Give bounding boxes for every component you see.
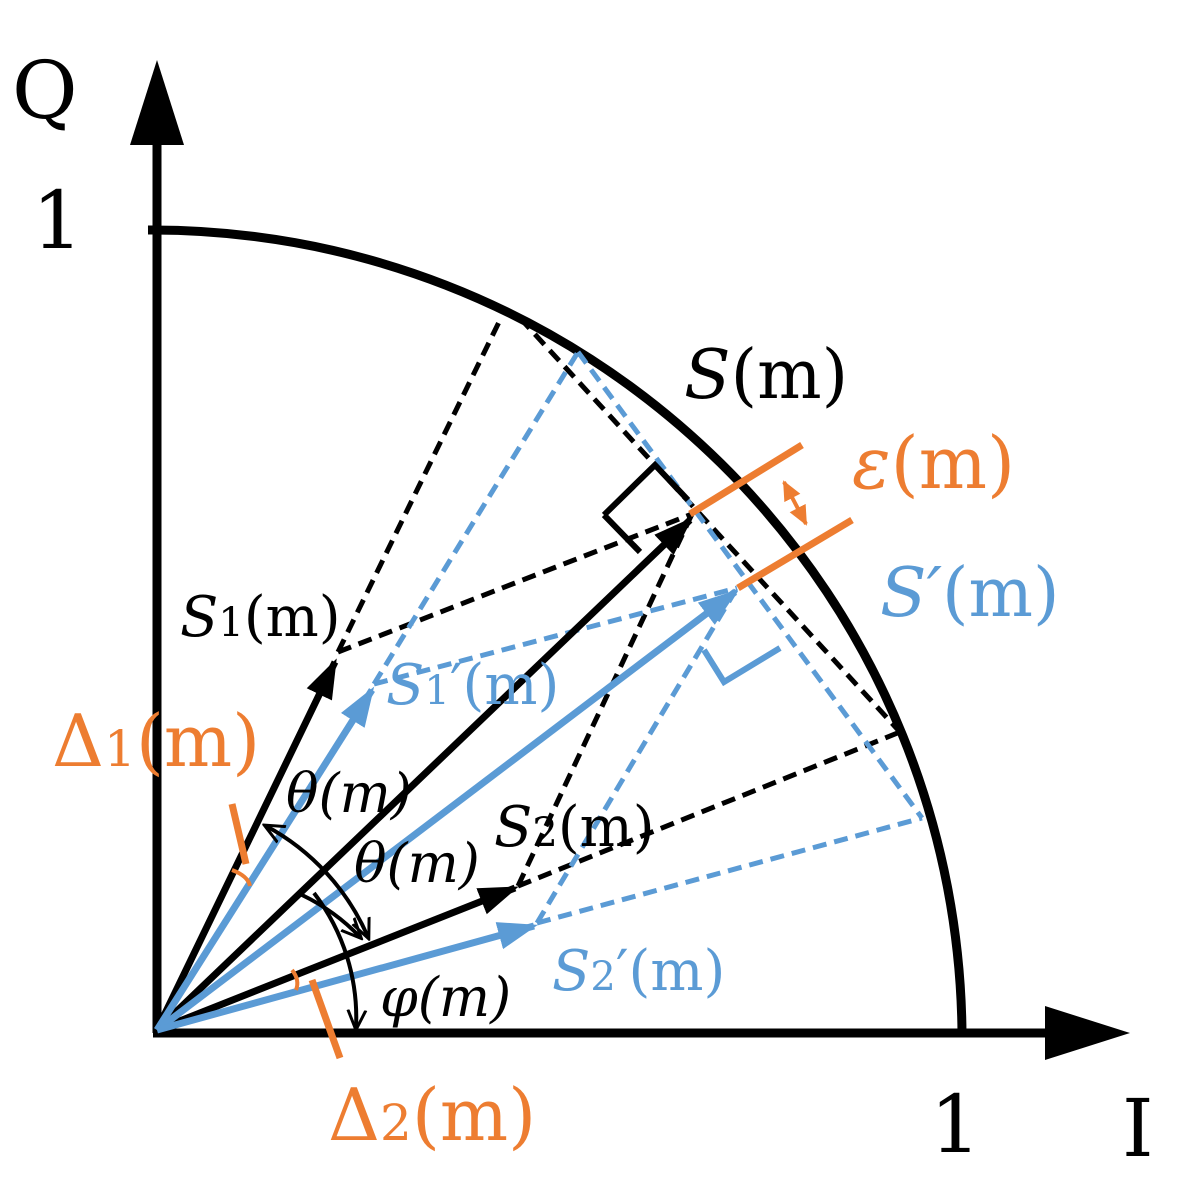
epsilon-tick-upper — [688, 442, 804, 517]
label-s-prime: S′(m) — [880, 554, 1060, 633]
vector-s2-prime — [156, 922, 538, 1034]
epsilon-double-arrow — [782, 480, 808, 526]
q-axis-label: Q — [12, 44, 78, 137]
label-delta2: Δ2(m) — [328, 1073, 536, 1157]
unit-circle-arc — [147, 225, 967, 1034]
right-angle-marker-blue — [701, 645, 782, 687]
theta-arc-2 — [301, 893, 360, 937]
delta1-arc — [231, 868, 252, 887]
phi-arc — [312, 891, 356, 1028]
i-axis-arrowhead — [1045, 1006, 1130, 1060]
vector-s1 — [153, 658, 339, 1032]
i-axis-label: I — [1122, 1082, 1154, 1175]
label-delta1: Δ1(m) — [52, 699, 260, 783]
q-axis-arrowhead — [130, 60, 184, 145]
vector-s-prime — [154, 589, 739, 1033]
delta2-tick — [308, 978, 344, 1060]
angle-arcs — [266, 826, 368, 1028]
axes — [130, 60, 1130, 1060]
label-s2-prime: S2′(m) — [552, 939, 725, 1004]
label-s: S(m) — [684, 336, 848, 415]
black-dashed-lines — [335, 316, 902, 889]
orange-markers — [228, 442, 854, 1060]
black-vectors — [153, 517, 693, 1034]
y-tick-label: 1 — [32, 174, 83, 267]
label-s2: S2(m) — [494, 795, 655, 860]
vector-s — [154, 517, 693, 1033]
blue-dashed-lines — [371, 350, 925, 926]
label-s1-prime: S1′(m) — [386, 653, 559, 718]
right-angle-marker-black — [601, 460, 691, 518]
epsilon-tick-lower — [736, 516, 854, 592]
delta2-arc — [290, 968, 300, 991]
label-theta-2: θ(m) — [354, 832, 480, 895]
label-s1: S1(m) — [180, 585, 341, 650]
label-phi: φ(m) — [380, 966, 511, 1029]
vector-s2 — [155, 884, 519, 1034]
label-theta-1: θ(m) — [286, 762, 412, 825]
label-epsilon: ε(m) — [852, 421, 1015, 505]
x-tick-label: 1 — [930, 1078, 981, 1171]
delta1-tick — [228, 803, 250, 865]
